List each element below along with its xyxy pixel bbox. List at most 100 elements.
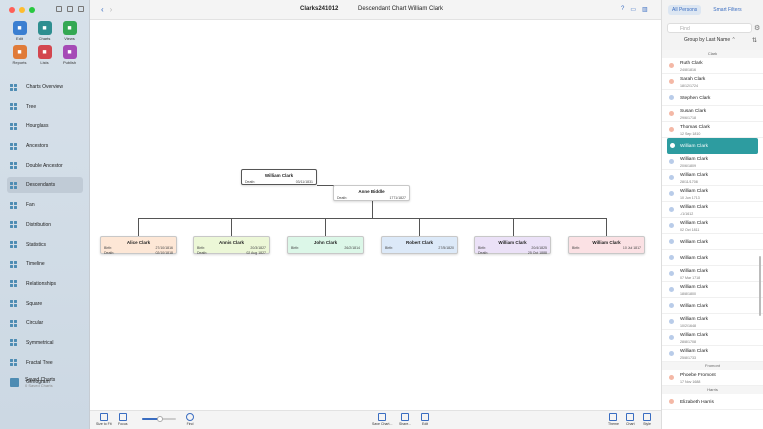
sidebar-item-symmetrical[interactable]: Symmetrical [7, 335, 83, 351]
list-scrollbar[interactable] [759, 256, 761, 316]
sidebar-item-statistics[interactable]: Statistics [7, 237, 83, 253]
size-to-fit-button[interactable]: Size to Fit [96, 413, 112, 426]
find-button[interactable]: Find [186, 413, 194, 426]
style-button[interactable]: Style [643, 413, 651, 426]
focus-button[interactable]: Focus [118, 413, 128, 426]
person-date: -/1/1612 [680, 212, 694, 216]
list-item[interactable]: William Clark-/1/1612 [662, 202, 763, 218]
zoom-window-button[interactable] [29, 7, 35, 13]
edit-button[interactable]: Edit [421, 413, 429, 426]
sidebar-item-relationships[interactable]: Relationships [7, 276, 83, 292]
list-item[interactable]: William Clark [662, 250, 763, 266]
sidebar-item-fractal-tree[interactable]: Fractal Tree [7, 355, 83, 371]
saved-charts-count: 0 Saved Charts [25, 383, 53, 388]
chart-title: Descendant Chart William Clark [358, 6, 444, 12]
tile-publish[interactable]: ■Publish [57, 45, 82, 65]
list-item[interactable]: William Clark [662, 298, 763, 314]
panel-tabs: All Persons Smart Filters [668, 5, 746, 15]
sidebar-item-timeline[interactable]: Timeline [7, 256, 83, 272]
tile-views[interactable]: ■Views [57, 21, 82, 41]
child-connector [419, 218, 420, 236]
zoom-slider-knob[interactable] [157, 416, 163, 422]
sidebar-item-circular[interactable]: Circular [7, 315, 83, 331]
gender-dot-icon [669, 63, 674, 68]
function-tiles: ■Edit■Charts■Views ■Reports■Lists■Publish [7, 21, 82, 65]
chart-button[interactable]: Chart [626, 413, 635, 426]
spouse-person-box[interactable]: Anne Biddle Death: 1771/1827 [333, 185, 410, 201]
root-person-box[interactable]: William Clark Death: 03/11/1831 [241, 169, 317, 185]
birth-date: 10 Jul 1817 [622, 246, 641, 250]
tab-all-persons[interactable]: All Persons [668, 5, 702, 15]
list-item[interactable]: William Clark [662, 234, 763, 250]
save-chart-button[interactable]: Save Chart... [372, 413, 392, 426]
person-name: Sarah Clark [680, 77, 706, 82]
sidebar-item-distribution[interactable]: Distribution [7, 217, 83, 233]
panel-icon[interactable]: ▭ [630, 7, 637, 13]
list-item[interactable]: Elizabeth Harris [662, 394, 763, 410]
list-item[interactable]: William Clark [667, 138, 758, 154]
theme-button[interactable]: Theme [608, 413, 619, 426]
chart-type-icon [10, 338, 20, 347]
saved-charts-item[interactable]: Saved Charts 0 Saved Charts [10, 377, 55, 388]
zoom-slider[interactable] [142, 416, 176, 422]
back-arrow-icon[interactable]: ‹ [101, 5, 104, 14]
person-date: 29/6/1718 [680, 116, 696, 120]
gender-dot-icon [669, 375, 674, 380]
sort-icon[interactable]: ⇅ [752, 38, 758, 44]
tile-charts[interactable]: ■Charts [32, 21, 57, 41]
bookmark-icon[interactable] [67, 6, 73, 12]
person-date: 24/8/1816 [680, 68, 696, 72]
tile-edit[interactable]: ■Edit [7, 21, 32, 41]
gear-icon[interactable]: ⚙ [754, 25, 761, 32]
gender-dot-icon [669, 191, 674, 196]
sidebar-toggle-icon[interactable]: ▥ [642, 7, 648, 13]
sidebar-item-square[interactable]: Square [7, 296, 83, 312]
share-button[interactable]: Share... [399, 413, 411, 426]
tag-icon[interactable] [56, 6, 62, 12]
tab-smart-filters[interactable]: Smart Filters [713, 7, 742, 13]
find-input[interactable]: Find [667, 23, 752, 33]
chart-canvas[interactable]: William Clark Death: 03/11/1831 Anne Bid… [90, 20, 661, 410]
sidebar-item-ancestors[interactable]: Ancestors [7, 138, 83, 154]
sidebar-item-charts-overview[interactable]: Charts Overview [7, 79, 83, 95]
help-icon[interactable]: ? [621, 6, 625, 12]
sidebar-item-descendants[interactable]: Descendants [7, 177, 83, 194]
sidebar-item-label: Symmetrical [26, 339, 54, 346]
sidebar-item-hourglass[interactable]: Hourglass [7, 118, 83, 134]
sidebar-item-tree[interactable]: Tree [7, 99, 83, 115]
minimize-window-button[interactable] [19, 7, 25, 13]
child-connector [231, 218, 232, 236]
close-window-button[interactable] [9, 7, 15, 13]
gender-dot-icon [669, 351, 674, 356]
group-by-select[interactable]: Group by Last Name ⌃ [684, 37, 736, 43]
sidebar-item-double-ancestor[interactable]: Double Ancestor [7, 158, 83, 174]
tile-lists[interactable]: ■Lists [32, 45, 57, 65]
search-icon[interactable] [78, 6, 84, 12]
tile-reports[interactable]: ■Reports [7, 45, 32, 65]
gender-dot-icon [669, 111, 674, 116]
sidebar-item-fan[interactable]: Fan [7, 197, 83, 213]
forward-arrow-icon[interactable]: › [109, 5, 113, 14]
gender-dot-icon [669, 287, 674, 292]
list-item[interactable]: Stephen Clark [662, 90, 763, 106]
